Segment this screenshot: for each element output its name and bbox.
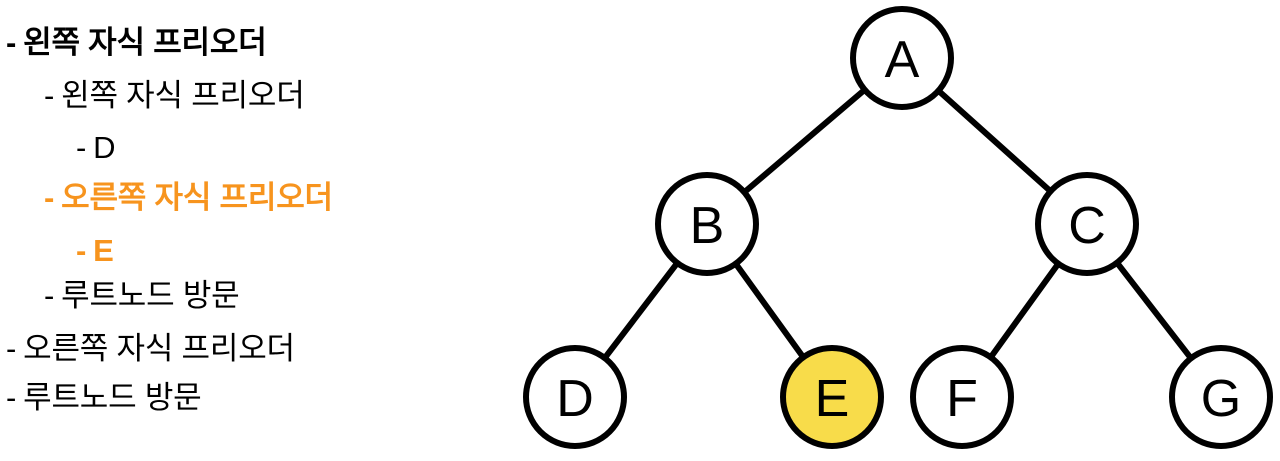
outline-item: -루트노드 방문 [44,278,240,313]
tree-node-g[interactable]: G [1169,345,1273,449]
outline-bullet-dash: - [44,278,55,313]
tree-node-b[interactable]: B [655,172,759,276]
outline-item: -왼쪽 자식 프리오더 [44,79,305,113]
tree-node-circle-g [1169,345,1273,449]
tree-node-label-f: F [946,370,978,428]
tree-svg: A B C D E F G [523,6,1273,449]
outline-bullet-dash: - [6,25,17,60]
outline-bullet-dash: - [44,180,55,215]
outline-item: -루트노드 방문 [6,380,202,415]
outline-item-label: 루트노드 방문 [61,278,240,313]
tree-node-circle-a [850,6,954,110]
tree-node-a[interactable]: A [850,6,954,110]
outline-item-label: E [93,233,114,268]
tree-edge-c-f [987,259,1062,362]
tree-edge-a-c [934,87,1055,195]
tree-edge-c-g [1113,258,1195,363]
outline-item: -오른쪽 자식 프리오더 [44,181,333,215]
outline-bullet-dash: - [76,130,87,165]
binary-tree-diagram: A B C D E F G [480,0,1280,461]
tree-edge-b-d [601,259,681,362]
outline-item: -E [76,234,114,268]
tree-node-label-g: G [1201,370,1241,428]
tree-node-label-d: D [556,370,594,428]
outline-bullet-dash: - [6,331,17,366]
tree-edge-b-e [732,259,807,362]
tree-node-label-a: A [885,31,920,89]
outline-item: -왼쪽 자식 프리오더 [6,26,267,60]
tree-node-circle-c [1035,172,1139,276]
tree-node-f[interactable]: F [910,345,1014,449]
outline-item-label: D [93,130,116,165]
tree-node-e[interactable]: E [780,345,884,449]
tree-edges [601,86,1195,363]
tree-nodes: A B C D E F G [523,6,1273,449]
tree-node-c[interactable]: C [1035,172,1139,276]
tree-node-circle-d [523,345,627,449]
outline-item-label: 왼쪽 자식 프리오더 [61,78,305,113]
tree-node-label-c: C [1068,197,1106,255]
outline-bullet-dash: - [76,233,87,268]
outline-item-label: 왼쪽 자식 프리오더 [23,25,267,60]
outline-item: -D [76,130,116,165]
tree-node-circle-f [910,345,1014,449]
tree-node-circle-b [655,172,759,276]
tree-edge-a-b [740,86,869,196]
tree-node-d[interactable]: D [523,345,627,449]
outline-item-label: 루트노드 방문 [23,380,202,415]
outline-item-label: 오른쪽 자식 프리오더 [23,331,295,366]
tree-node-circle-e [780,345,884,449]
tree-node-label-b: B [690,197,725,255]
preorder-outline-list: -왼쪽 자식 프리오더-왼쪽 자식 프리오더-D-오른쪽 자식 프리오더-E-루… [0,0,470,461]
outline-item-label: 오른쪽 자식 프리오더 [61,180,333,215]
outline-bullet-dash: - [6,380,17,415]
outline-bullet-dash: - [44,78,55,113]
outline-item: -오른쪽 자식 프리오더 [6,332,295,366]
tree-node-label-e: E [815,370,850,428]
